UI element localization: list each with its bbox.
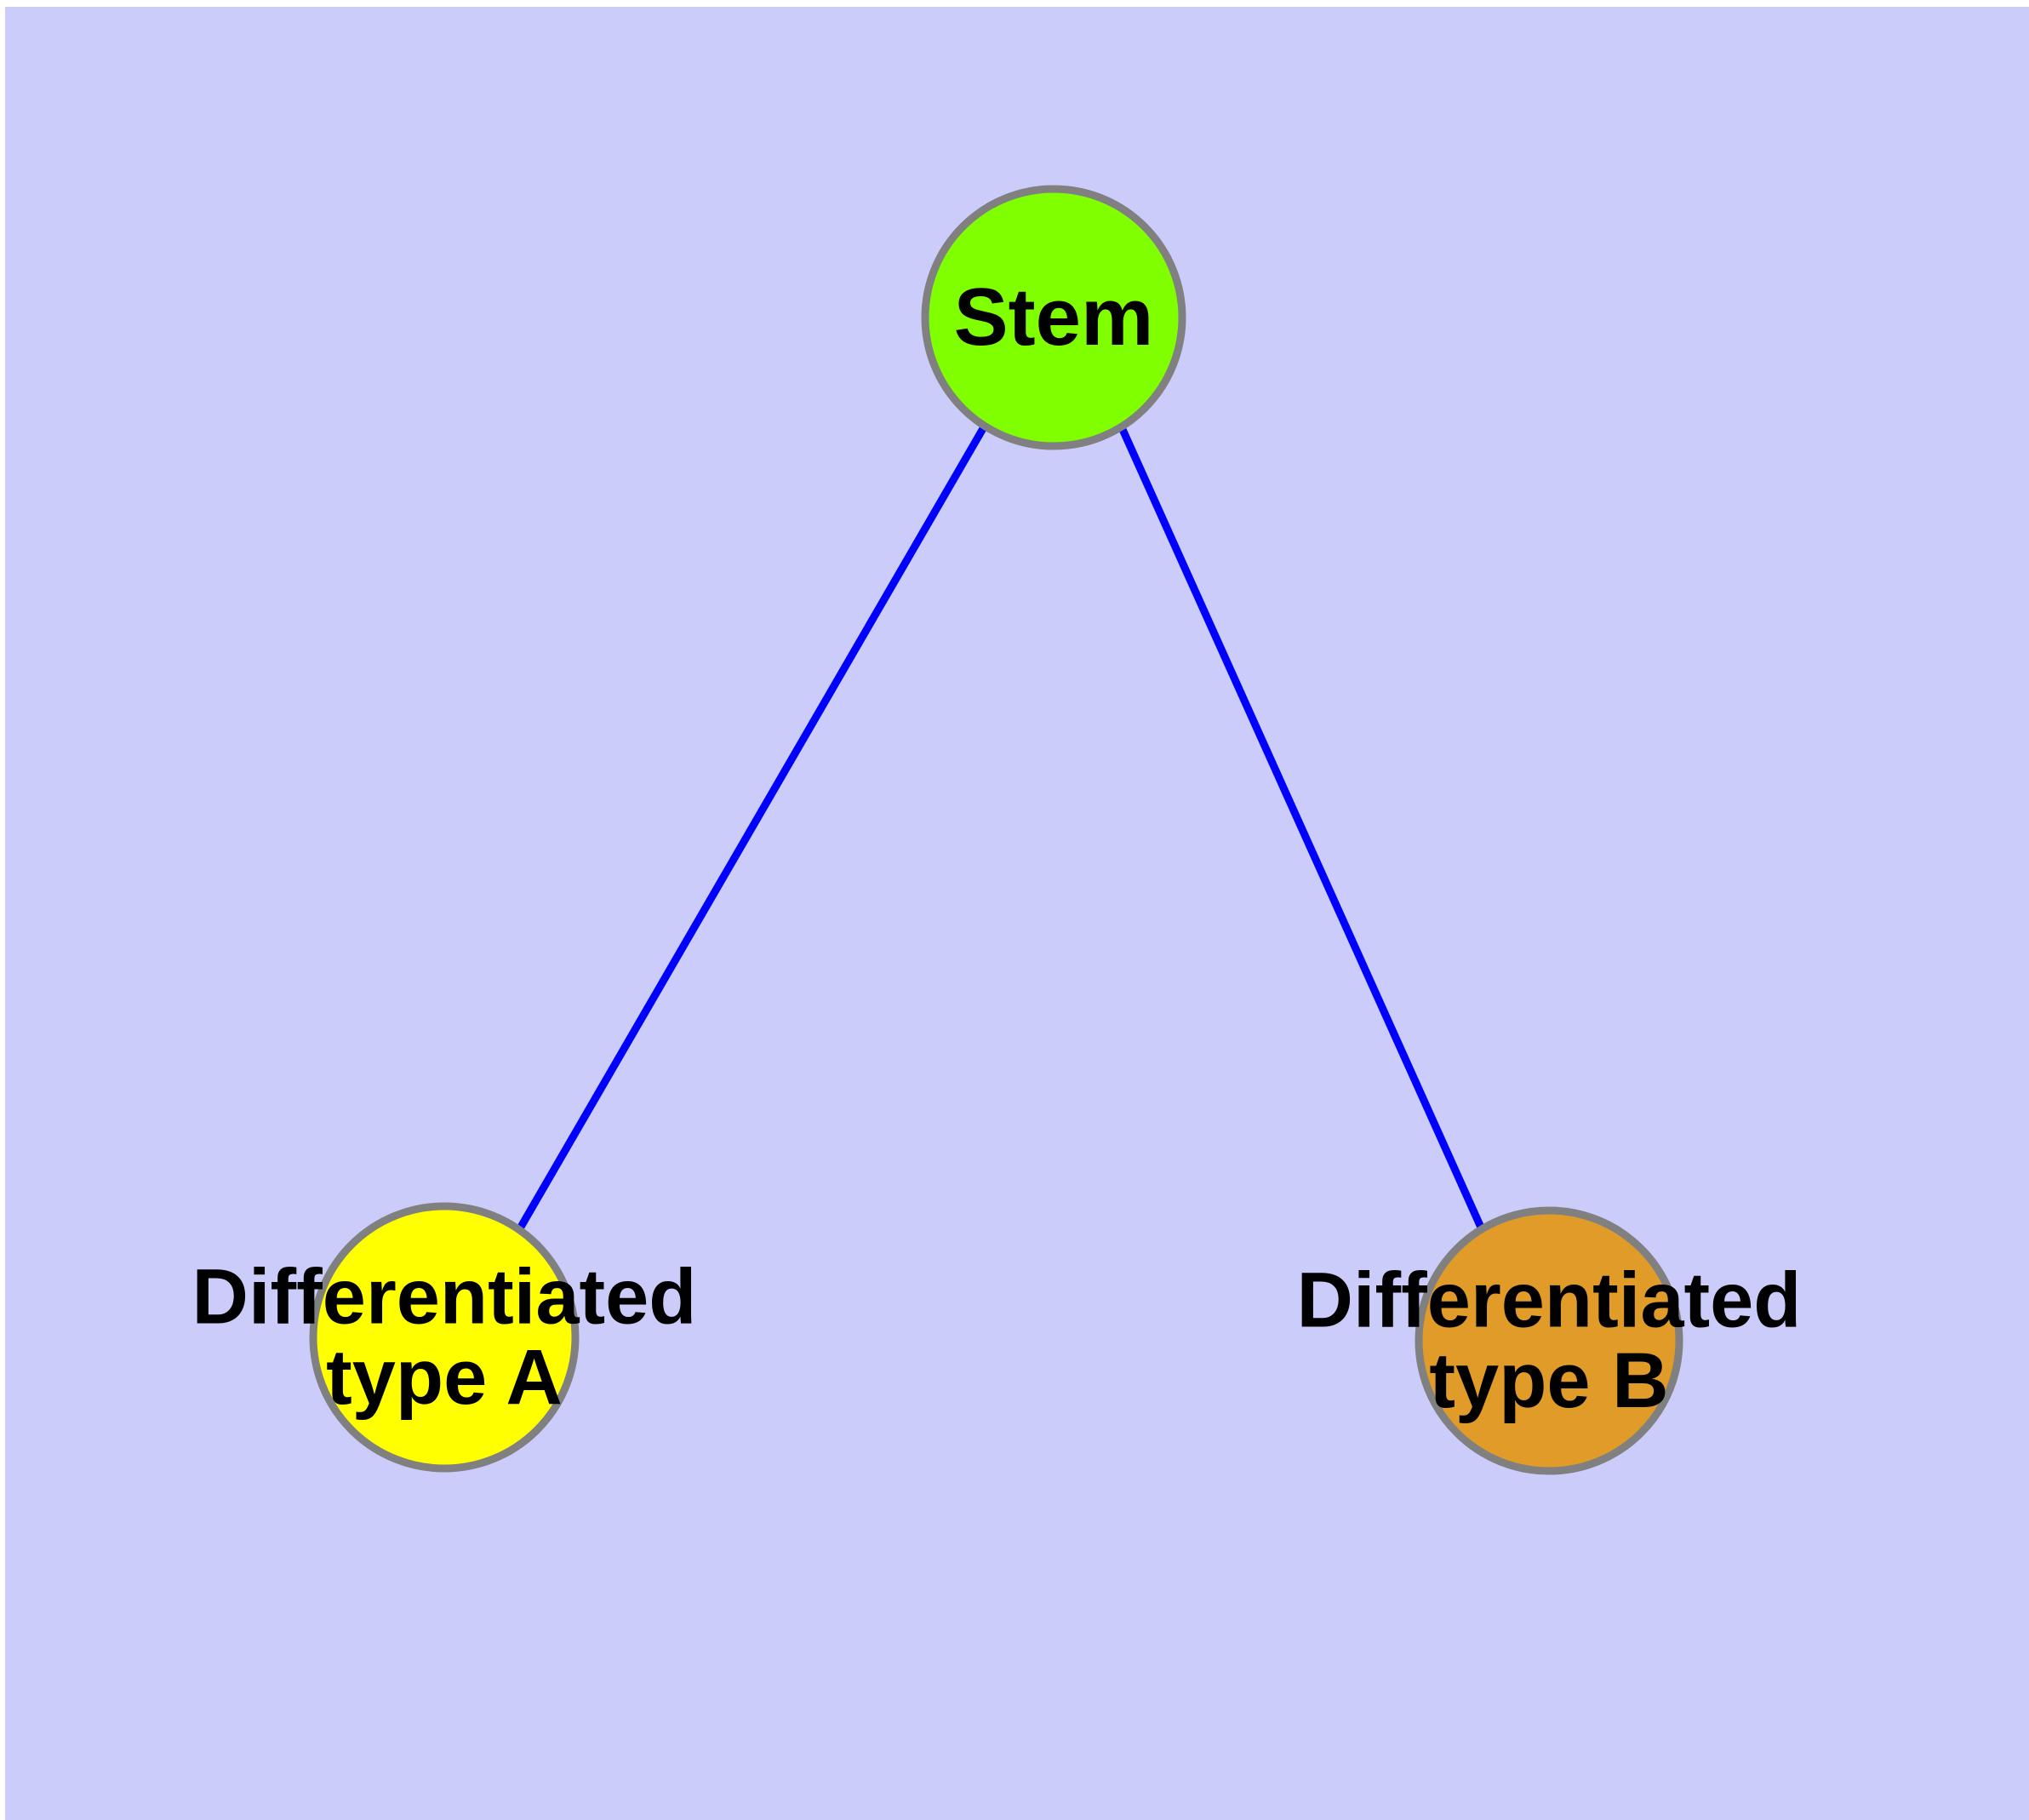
node-differentiated-type-b[interactable] xyxy=(1415,1206,1683,1475)
nodes-layer xyxy=(309,185,1683,1475)
node-differentiated-type-a[interactable] xyxy=(309,1202,580,1473)
node-differentiated-type-a-circle[interactable] xyxy=(309,1202,580,1473)
edge-stem-to-differentiated-type-b[interactable] xyxy=(1117,424,1486,1231)
node-differentiated-type-b-circle[interactable] xyxy=(1415,1206,1683,1475)
node-stem-label: Stem xyxy=(954,272,1154,363)
node-stem[interactable] xyxy=(921,185,1186,450)
node-stem-circle[interactable] xyxy=(921,185,1186,450)
edge-stem-to-differentiated-type-a[interactable] xyxy=(517,423,988,1231)
edges-layer xyxy=(517,423,1486,1231)
